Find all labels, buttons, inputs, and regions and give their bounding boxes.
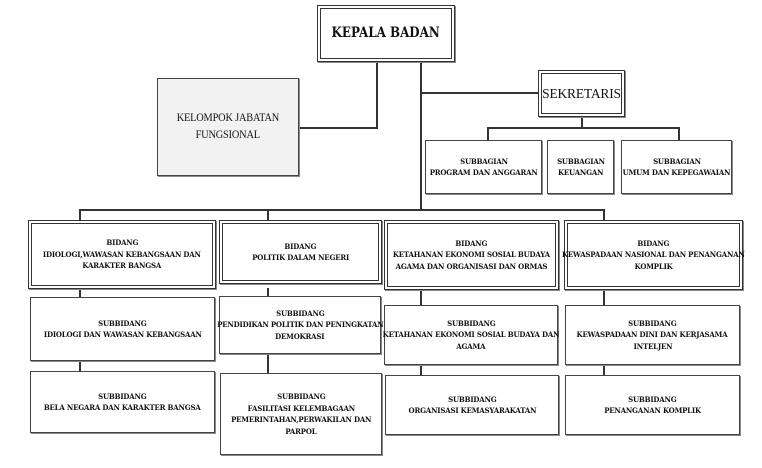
box-line: UMUM DAN KEPEGAWAIAN	[622, 168, 731, 177]
box-line: SUBBIDANG	[446, 318, 496, 328]
box-line: KELOMPOK JABATAN	[176, 112, 280, 124]
box-line: AGAMA	[456, 341, 486, 351]
subdivision-box: SUBBIDANG KETAHANAN EKONOMI SOSIAL BUDAY…	[382, 305, 560, 365]
box-line: IDIOLOGI DAN WAWASAN KEBANGSAAN	[43, 330, 202, 339]
box-line: BELA NEGARA DAN KARAKTER BANGSA	[44, 403, 201, 412]
box-line: BIDANG	[455, 238, 488, 248]
connector-line	[487, 127, 679, 129]
connector-line	[420, 92, 538, 94]
box-line: POLITIK DALAM NEGERI	[252, 253, 349, 262]
box-line: PEMERINTAHAN,PERWAKILAN DAN	[230, 415, 372, 424]
box-line: PARPOL	[285, 426, 317, 436]
connector-line	[298, 127, 378, 129]
connector-line	[487, 127, 489, 140]
connector-line	[79, 209, 604, 211]
subdivision-box: SUBBIDANG ORGANISASI KEMASYARAKATAN	[385, 375, 559, 435]
box-line: SUBBAGIAN	[652, 156, 701, 166]
subdivision-box: SUBBIDANG BELA NEGARA DAN KARAKTER BANGS…	[30, 371, 215, 433]
secretary-box: SEKRETARIS	[538, 70, 625, 117]
subsection-box-umum: SUBBAGIAN UMUM DAN KEPEGAWAIAN	[621, 140, 732, 194]
box-line: ORGANISASI KEMASYARAKATAN	[408, 406, 536, 415]
box-line: PROGRAM DAN ANGGARAN	[429, 168, 538, 177]
functional-group-box: KELOMPOK JABATAN FUNGSIONAL	[157, 78, 299, 176]
division-box-idiologi: BIDANG IDIOLOGI,WAWASAN KEBANGSAAN DAN K…	[28, 220, 216, 289]
box-line: KETAHANAN EKONOMI SOSIAL BUDAYA DAN	[382, 330, 560, 340]
connector-line	[267, 209, 269, 220]
box-line: SUBBIDANG	[628, 318, 677, 328]
subdivision-box: SUBBIDANG PENDIDIKAN POLITIK DAN PENINGK…	[216, 296, 384, 354]
box-line: KEUANGAN	[557, 168, 604, 177]
box-line: KETAHANAN EKONOMI SOSIAL BUDAYA	[392, 250, 551, 260]
division-box-politik: BIDANG POLITIK DALAM NEGERI	[219, 220, 382, 284]
box-line: KEWASPADAAN DINI DAN KERJASAMA	[577, 330, 728, 340]
box-line: IDIOLOGI,WAWASAN KEBANGSAAN DAN	[43, 249, 201, 259]
secretary-label: SEKRETARIS	[542, 85, 621, 101]
head-box-kepala-badan: KEPALA BADAN	[317, 5, 455, 62]
box-line: KARAKTER BANGSA	[82, 261, 162, 271]
subsection-box-program: SUBBAGIAN PROGRAM DAN ANGGARAN	[425, 140, 542, 194]
box-line: BIDANG	[637, 238, 670, 248]
box-line: PENDIDIKAN POLITIK DAN PENINGKATAN	[216, 320, 384, 330]
box-line: SUBBIDANG	[276, 392, 326, 401]
box-line: DEMOKRASI	[275, 331, 325, 341]
box-line: SUBBAGIAN	[556, 156, 605, 166]
head-label: KEPALA BADAN	[331, 24, 441, 41]
box-line: SUBBAGIAN	[459, 156, 508, 166]
box-line: FASILITASI KELEMBAGAAN	[247, 403, 355, 413]
box-line: KOMPLIK	[634, 261, 673, 271]
connector-line	[79, 209, 81, 220]
box-line: SUBBIDANG	[98, 318, 147, 328]
box-line: BIDANG	[284, 241, 317, 251]
box-line: SUBBIDANG	[275, 308, 325, 318]
box-line: SUBBIDANG	[98, 391, 147, 401]
subdivision-box: SUBBIDANG KEWASPADAAN DINI DAN KERJASAMA…	[565, 305, 740, 365]
subdivision-box: SUBBIDANG FASILITASI KELEMBAGAAN PEMERIN…	[220, 373, 382, 455]
division-box-ketahanan: BIDANG KETAHANAN EKONOMI SOSIAL BUDAYA A…	[384, 220, 559, 290]
subdivision-box: SUBBIDANG IDIOLOGI DAN WAWASAN KEBANGSAA…	[30, 297, 215, 361]
box-line: AGAMA DAN ORGANISASI DAN ORMAS	[395, 261, 548, 271]
box-line: PENANGANAN KOMPLIK	[604, 406, 701, 415]
subdivision-box: SUBBIDANG PENANGANAN KOMPLIK	[565, 375, 740, 435]
box-line: SUBBIDANG	[447, 394, 497, 404]
subsection-box-keuangan: SUBBAGIAN KEUANGAN	[547, 140, 614, 194]
box-line: KEWASPADAAN NASIONAL DAN PENANGANAN	[562, 250, 745, 260]
connector-line	[678, 127, 680, 140]
box-line: FUNGSIONAL	[195, 129, 261, 141]
box-line: SUBBIDANG	[628, 394, 677, 404]
connector-line	[376, 62, 378, 128]
connector-line	[420, 62, 422, 211]
connector-line	[603, 209, 605, 220]
box-line: BIDANG	[106, 238, 138, 248]
division-box-kewaspadaan: BIDANG KEWASPADAAN NASIONAL DAN PENANGAN…	[562, 220, 745, 290]
box-line: INTELJEN	[633, 341, 672, 351]
connector-line	[581, 116, 583, 128]
